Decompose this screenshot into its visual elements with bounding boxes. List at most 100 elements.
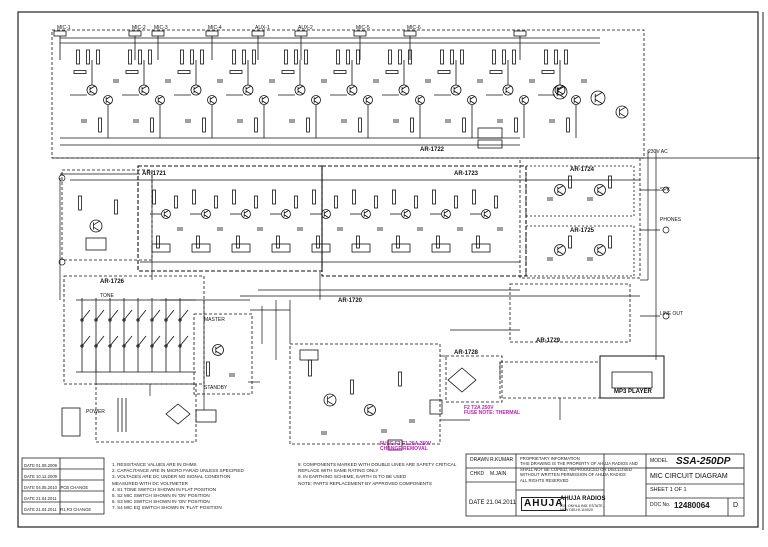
resistor-symbol [568, 235, 572, 249]
revision-row: DATE 21.04.2011 [24, 496, 57, 501]
switch-tone-section [63, 275, 253, 395]
mic-input-1-label: MIC-1 [57, 25, 71, 31]
doc-type: MIC CIRCUIT DIAGRAM [650, 473, 728, 480]
resistor-symbol [476, 235, 480, 249]
resistor-symbol [566, 117, 570, 133]
revision-row: DATE 04.05.2010 PCB CHANGE [24, 485, 89, 490]
resistor-symbol [554, 49, 558, 65]
model-title: SSA-250DP [676, 456, 731, 467]
revision-row: DATE 01.09.2009 [24, 463, 57, 468]
resistor-symbol [408, 49, 412, 65]
resistor-symbol [460, 49, 464, 65]
resistor-symbol [150, 117, 154, 133]
resistor-symbol [608, 235, 612, 249]
switch-contact [179, 309, 189, 321]
resistor-symbol [232, 49, 236, 65]
resistor-symbol [174, 195, 178, 209]
ic-package [191, 243, 211, 253]
ic-package [231, 243, 251, 253]
resistor-symbol [200, 49, 204, 65]
transistor-symbol [590, 90, 606, 106]
resistor-symbol [392, 189, 396, 205]
fuse-holder [429, 399, 443, 415]
connector-block [299, 349, 319, 361]
transistor-symbol [502, 84, 514, 96]
pcb-top-label: AR-1722 [420, 147, 445, 153]
input-jack [294, 30, 308, 37]
power-label: POWER [86, 409, 105, 415]
connector-block [477, 139, 503, 149]
resistor-symbol [440, 49, 444, 65]
pcb-mid-left-label: AR-1721 [142, 171, 167, 177]
mic-input-3-label: MIC-3 [154, 25, 168, 31]
resistor-symbol [512, 49, 516, 65]
resistor-symbol [398, 49, 402, 65]
revision-table: DATE 01.09.2009 DATE 10.12.2009 DATE 04.… [24, 460, 91, 515]
company-notes: PROPRIETARY INFORMATION THIS DRAWING IS … [520, 456, 638, 483]
transistor-symbol [594, 244, 606, 256]
resistor-symbol [350, 379, 354, 395]
resistor-symbol [489, 70, 503, 74]
resistor-symbol [312, 189, 316, 205]
pcb-left-label: AR-1726 [100, 279, 125, 285]
resistor-symbol [272, 189, 276, 205]
aux-input-1-label: AUX-1 [255, 25, 270, 31]
master-label: MASTER [204, 317, 225, 323]
resistor-symbol [86, 49, 90, 65]
resistor-symbol [336, 49, 340, 65]
power-socket [61, 407, 81, 437]
transistor-symbol [594, 184, 606, 196]
transistor-symbol [212, 344, 224, 356]
resistor-symbol [138, 49, 142, 65]
resistor-symbol [414, 195, 418, 209]
resistor-symbol [242, 49, 246, 65]
resistor-symbol [148, 49, 152, 65]
transistor-symbol [86, 84, 98, 96]
input-jack [251, 30, 265, 37]
resistor-symbol [333, 70, 347, 74]
phones-label: PHONES [660, 217, 682, 223]
tone-label: TONE [100, 293, 114, 299]
transistor-symbol [398, 84, 410, 96]
transistor-symbol [571, 95, 581, 105]
notes-left: 1. RESISTANCE VALUES ARE IN OHMS 2. CAPA… [112, 462, 244, 512]
resistor-symbol [334, 195, 338, 209]
standby-label: STANDBY [204, 385, 228, 391]
resistor-symbol [294, 195, 298, 209]
speaker-out-label: SPK [660, 187, 671, 193]
switch-contact [123, 309, 133, 321]
sheet-date: DATE 21.04.2011 [469, 500, 516, 506]
note-line: 1. RESISTANCE VALUES ARE IN OHMS [112, 462, 197, 467]
ac-mains-label: 230V AC [648, 149, 668, 155]
revision-letter: D [733, 502, 739, 509]
revision-row: DATE 21.04.2011 R1,R3 CHANGE [24, 507, 92, 512]
transistor-symbol [552, 84, 568, 100]
note-line: 4. S1 TONE SWITCH SHOWN IN FLAT POSITION [112, 486, 217, 492]
note-line: 6. S3 MIC SWITCH SHOWN IN 'ON' POSITION [112, 499, 210, 505]
resistor-symbol [568, 175, 572, 189]
note-line: REPLACE WITH SAME RATING ONLY [298, 468, 379, 474]
ic-package [471, 243, 491, 253]
pcb-bottom-right-label: AR-1729 [536, 338, 561, 344]
resistor-symbol [214, 195, 218, 209]
transistor-symbol [481, 209, 491, 219]
resistor-symbol [281, 70, 295, 74]
mic-input-2-label: MIC-2 [132, 25, 146, 31]
resistor-symbol [96, 49, 100, 65]
transistor-symbol [281, 209, 291, 219]
resistor-symbol [388, 49, 392, 65]
resistor-symbol [177, 70, 191, 74]
transistor-symbol [190, 84, 202, 96]
input-jack [403, 30, 417, 37]
input-jack [205, 30, 219, 37]
resistor-symbol [294, 49, 298, 65]
resistor-symbol [156, 235, 160, 249]
mic-preamp-section [51, 29, 645, 159]
transistor-symbol [155, 95, 165, 105]
fuse-note-1: FUSE F2 F1.25A 250V CHANGE REMOVAL [380, 441, 432, 452]
note-line: 9. IN EARTHING SCHEME, EARTH IS TO BE US… [298, 474, 407, 480]
resistor-symbol [73, 70, 87, 74]
aux-input-2-label: AUX-2 [298, 25, 313, 31]
ic-package [311, 243, 331, 253]
resistor-symbol [472, 189, 476, 205]
